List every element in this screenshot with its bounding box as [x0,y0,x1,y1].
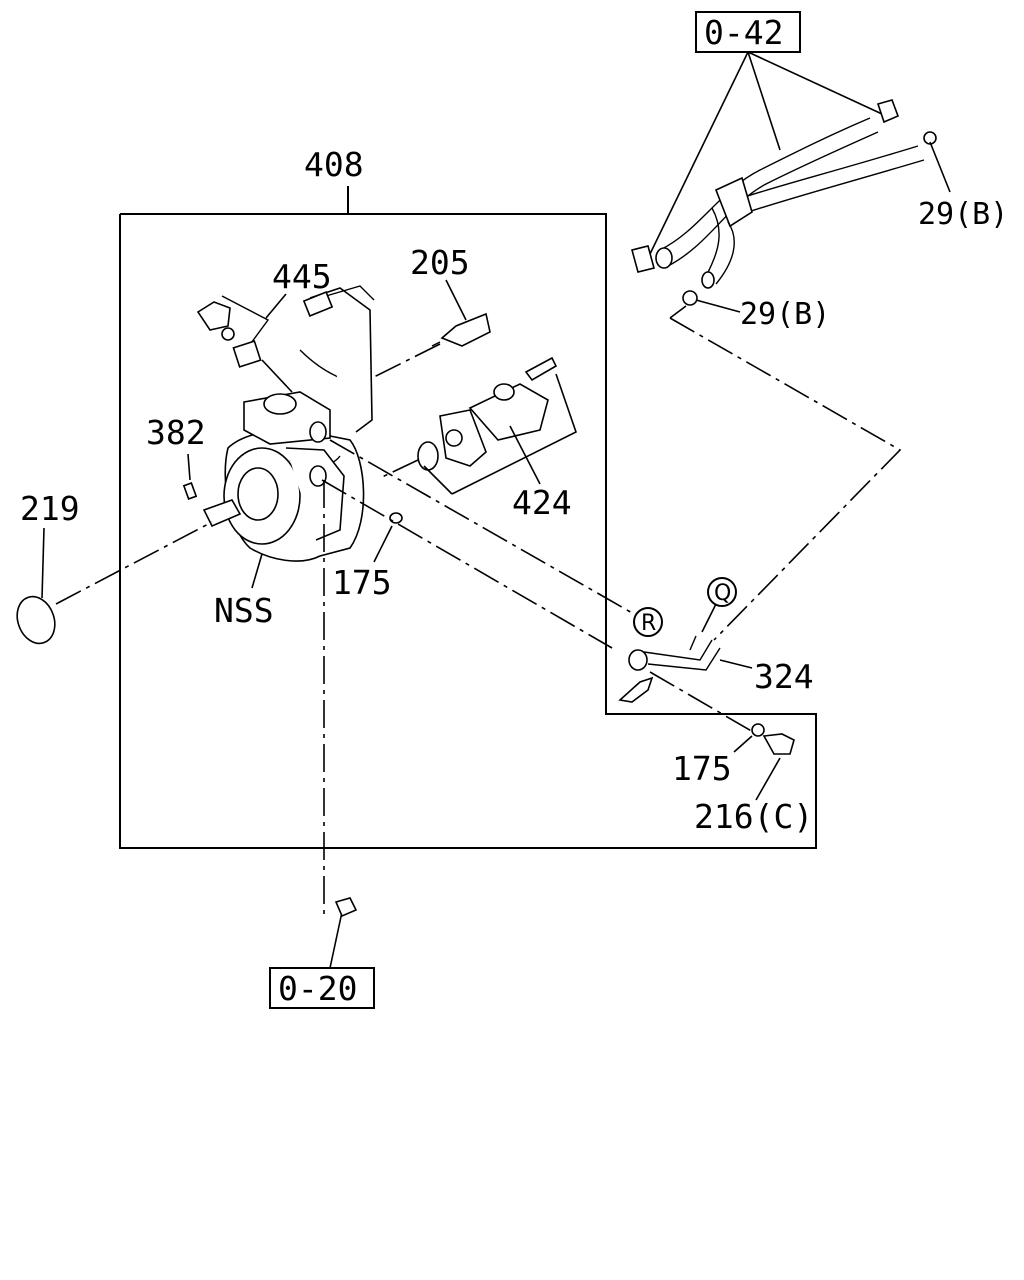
leader-324 [719,659,753,669]
part-216c-bolt [762,733,795,755]
dash-219 [55,521,213,605]
leader-216c [755,757,781,801]
leader-445-b [261,359,293,393]
leader-q [701,603,717,633]
leader-219 [41,527,45,599]
part-205-sensor [431,312,491,347]
circle-r: R [633,607,663,637]
hose-route-dashed [669,317,902,641]
circle-r-label: R [641,611,656,636]
label-445: 445 [272,257,332,296]
leader-175-b [733,735,753,753]
part-219-oring [16,595,56,645]
circle-q-label: Q [714,581,731,606]
label-424: 424 [512,483,572,522]
leader-445 [265,293,287,319]
ref-top-label: 0-42 [704,13,783,52]
dash-banjo-2 [649,671,761,737]
dash-205 [371,343,441,379]
label-nss: NSS [214,591,274,630]
clamp-lower [631,245,698,306]
label-216c: 216(C) [694,797,813,836]
leader-424-a [423,465,453,495]
hose-route-solid [669,305,687,319]
part-382-pin [182,482,198,500]
label-219: 219 [20,489,80,528]
part-424-valve [417,356,558,471]
high-pressure-pump [202,285,375,562]
leader-175-a [373,525,393,563]
label-205: 205 [410,243,470,282]
leader-ref-top-3 [747,51,883,115]
fuel-hose-assembly [655,117,925,289]
label-408: 408 [304,145,364,184]
label-175-a: 175 [332,563,392,602]
leader-424-bracket [451,373,577,495]
dash-banjo [321,479,613,649]
label-29b-b: 29(B) [740,297,830,332]
label-382: 382 [146,413,206,452]
dash-r [329,439,635,615]
circle-q: Q [707,577,737,607]
part-445-fitting [196,295,270,368]
leader-29b-a [929,141,951,193]
leader-424 [509,425,541,485]
ref-bottom-label: 0-20 [278,969,357,1008]
dash-424 [379,459,419,479]
ref-box-top[interactable]: 0-42 [695,11,801,53]
leader-382 [187,453,191,481]
leader-ref-top-2 [747,51,781,151]
leader-nss [251,553,263,589]
part-175-upper [389,512,403,524]
leader-ref-bottom [329,911,343,969]
clamp-top-right [876,99,937,145]
leader-29b-b [695,299,741,313]
label-324: 324 [754,657,814,696]
label-29b-a: 29(B) [918,197,1008,232]
part-324-pipe [618,635,721,703]
part-175-lower [751,723,765,737]
label-175-b: 175 [672,749,732,788]
leader-205 [445,279,467,321]
ref-box-bottom[interactable]: 0-20 [269,967,375,1009]
assembly-boundary [119,213,817,849]
leader-ref-top-1 [649,51,749,255]
part-nut-bottom [334,897,358,918]
